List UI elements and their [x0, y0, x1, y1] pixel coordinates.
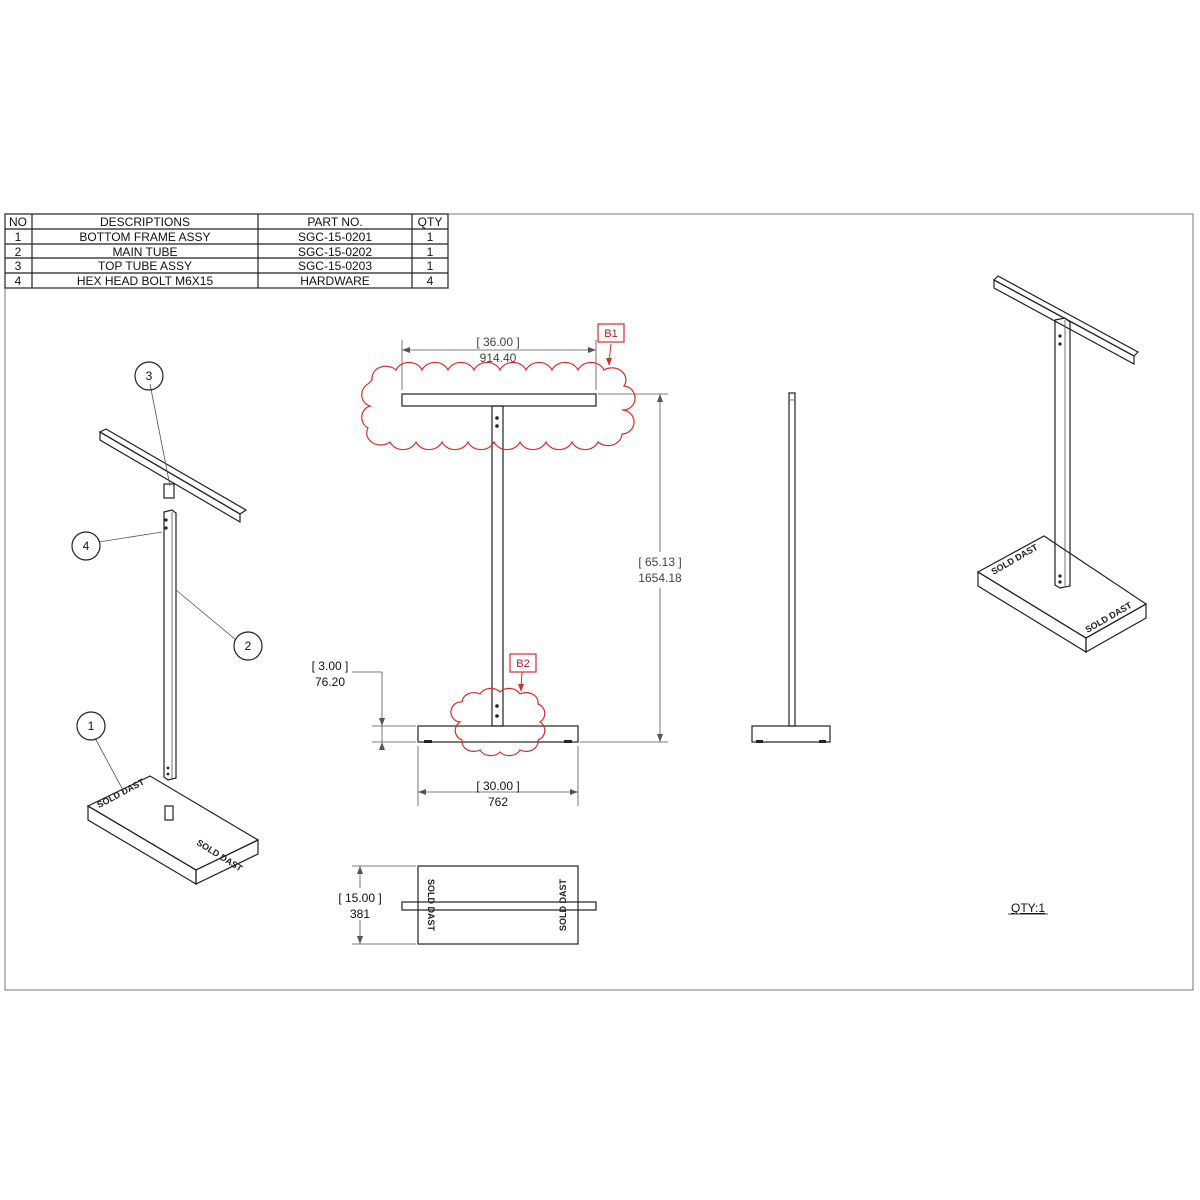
dim-base-width-mm: 762 [488, 795, 508, 809]
dim-height-in: [ 65.13 ] [638, 555, 681, 569]
exploded-view: SOLD DAST SOLD DAST 3 4 2 1 [71, 361, 263, 886]
brand-mark-iso-1: SOLD DAST [989, 542, 1039, 577]
revision-cloud-b1 [361, 361, 636, 451]
dim-base-height-mm: 76.20 [315, 675, 345, 689]
dim-top-width-in: [ 36.00 ] [476, 335, 519, 349]
dim-base-depth-in: [ 15.00 ] [338, 891, 381, 905]
bom-row-3-qty: 1 [427, 259, 434, 273]
balloon-4-label: 4 [83, 539, 90, 553]
bom-header-qty: QTY [418, 215, 443, 229]
dim-base-depth-mm: 381 [350, 907, 370, 921]
brand-mark-exploded-1: SOLD DAST [95, 776, 146, 809]
revision-cloud-b2 [450, 687, 546, 757]
bom-row-1-no: 1 [15, 230, 22, 244]
balloon-2-label: 2 [245, 639, 252, 653]
bom-row-1-desc: BOTTOM FRAME ASSY [79, 230, 210, 244]
brand-mark-top-1: SOLD DAST [426, 879, 436, 932]
bom-header-descriptions: DESCRIPTIONS [100, 215, 190, 229]
revision-tag-b1 [597, 323, 625, 343]
bom-row-2-part: SGC-15-0202 [298, 245, 372, 259]
revision-tag-b2 [509, 653, 537, 673]
brand-mark-top-2: SOLD DAST [558, 879, 568, 932]
bom-header-part-no: PART NO. [307, 215, 362, 229]
bom-row-3-desc: TOP TUBE ASSY [98, 259, 192, 273]
balloon-3-label: 3 [146, 369, 153, 383]
side-view [751, 392, 831, 743]
bom-row-2-desc: MAIN TUBE [112, 245, 177, 259]
bom-row-4-qty: 4 [427, 274, 434, 288]
dim-top-width-mm: 914.40 [480, 351, 517, 365]
balloon-1-label: 1 [88, 719, 95, 733]
balloon-3 [134, 361, 164, 391]
bom-table: NO DESCRIPTIONS PART NO. QTY 1 BOTTOM FR… [4, 213, 449, 289]
dim-base-height-in: [ 3.00 ] [312, 659, 349, 673]
bom-header-no: NO [9, 215, 27, 229]
bom-row-1-qty: 1 [427, 230, 434, 244]
bom-row-4-part: HARDWARE [300, 274, 370, 288]
bom-row-4-desc: HEX HEAD BOLT M6X15 [77, 274, 214, 288]
revision-tag-b2-label: B2 [516, 658, 529, 670]
dim-base-width-in: [ 30.00 ] [476, 779, 519, 793]
revision-tag-b1-label: B1 [604, 328, 617, 340]
bom-row-2-no: 2 [15, 245, 22, 259]
front-view: [ 36.00 ] 914.40 [ 65.13 ] 1654.18 [ 3.0… [312, 323, 686, 809]
qty-note: QTY:1 [1011, 901, 1045, 915]
balloon-2 [233, 631, 263, 661]
balloon-4 [71, 531, 101, 561]
brand-mark-exploded-2: SOLD DAST [195, 837, 245, 873]
bom-row-3-part: SGC-15-0203 [298, 259, 372, 273]
top-view: SOLD DAST SOLD DAST [ 15.00 ] 381 [330, 865, 597, 945]
bom-row-1-part: SGC-15-0201 [298, 230, 372, 244]
bom-row-4-no: 4 [15, 274, 22, 288]
balloon-1 [76, 711, 106, 741]
dim-height-mm: 1654.18 [638, 571, 682, 585]
bom-row-2-qty: 1 [427, 245, 434, 259]
sheet-border [4, 213, 1194, 991]
bom-row-3-no: 3 [15, 259, 22, 273]
isometric-view: SOLD DAST SOLD DAST [976, 275, 1148, 654]
